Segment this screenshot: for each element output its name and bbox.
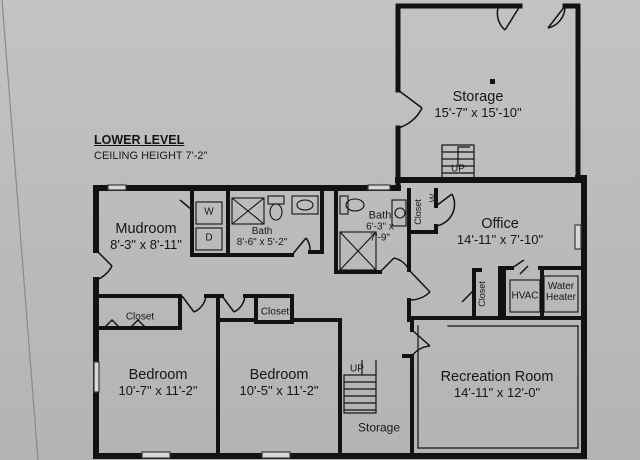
- stairs-up-label-lower: UP: [350, 363, 364, 375]
- level-heading: LOWER LEVEL: [94, 133, 185, 147]
- water-heater-line-1: Water: [547, 281, 575, 293]
- stairs-lower: [343, 360, 377, 414]
- stairs-up-label-upper: UP: [451, 163, 465, 175]
- storage-upper-walls: [395, 3, 581, 188]
- rec-room-inner-lines: [417, 325, 579, 449]
- hvac-label: HVAC: [511, 290, 539, 302]
- room-dimensions: 8'-6" x 5'-2": [236, 237, 288, 248]
- water-heater-line-2: Heater: [545, 292, 577, 303]
- bath-2-label: Bath 6'-3" x 7'-9": [366, 209, 394, 243]
- storage-upper-label: Storage 15'-7" x 15'-10": [434, 89, 522, 120]
- windows: [93, 184, 582, 459]
- storage-marker: [490, 79, 495, 84]
- room-name: Bath: [251, 226, 273, 238]
- bedroom-2-label: Bedroom 10'-5" x 11'-2": [239, 367, 319, 398]
- interior-walls: [98, 188, 586, 458]
- room-name: Bedroom: [249, 367, 309, 384]
- paper-edge-line: [1, 0, 39, 460]
- mudroom-label: Mudroom 8'-3" x 8'-11": [110, 221, 182, 252]
- room-dimensions: 8'-3" x 8'-11": [110, 236, 182, 252]
- bedroom-1-closet-label: Closet: [125, 311, 155, 323]
- room-dimensions: 14'-11" x 7'-10": [456, 231, 544, 247]
- room-name: Recreation Room: [440, 369, 554, 386]
- water-heater-label: Water Heater: [545, 281, 577, 304]
- washer-label: W: [204, 206, 214, 218]
- dryer-label: D: [205, 232, 213, 244]
- storage-lower-label: Storage: [357, 420, 401, 435]
- room-dimensions: 6'-3" x: [366, 221, 394, 233]
- ceiling-height: CEILING HEIGHT 7'-2": [94, 150, 208, 162]
- room-dimensions: 15'-7" x 15'-10": [434, 104, 522, 120]
- room-name: Storage: [452, 89, 504, 106]
- office-closet-label: Closet: [477, 281, 487, 307]
- bedroom-2-closet-label: Closet: [260, 306, 290, 318]
- room-name: Office: [481, 216, 519, 233]
- room-dimensions: 10'-5" x 11'-2": [239, 382, 319, 398]
- room-name: Mudroom: [115, 221, 177, 238]
- room-dimensions-2: 7'-9": [370, 231, 390, 243]
- fixtures: [195, 195, 579, 313]
- door-swings: [95, 5, 566, 357]
- bedroom-1-label: Bedroom 10'-7" x 11'-2": [118, 367, 198, 398]
- stairs-upper: [441, 144, 475, 181]
- room-name: Bath: [368, 209, 392, 222]
- bath-closet-label: Closet: [413, 199, 423, 225]
- room-name: Bedroom: [128, 367, 188, 384]
- office-label: Office 14'-11" x 7'-10": [456, 216, 544, 247]
- bath-closet-wh-label: W: [428, 193, 438, 203]
- room-dimensions: 14'-11" x 12'-0": [453, 384, 541, 400]
- bath-1-label: Bath 8'-6" x 5'-2": [236, 226, 288, 249]
- room-dimensions: 10'-7" x 11'-2": [118, 382, 198, 398]
- recreation-room-label: Recreation Room 14'-11" x 12'-0": [440, 369, 554, 400]
